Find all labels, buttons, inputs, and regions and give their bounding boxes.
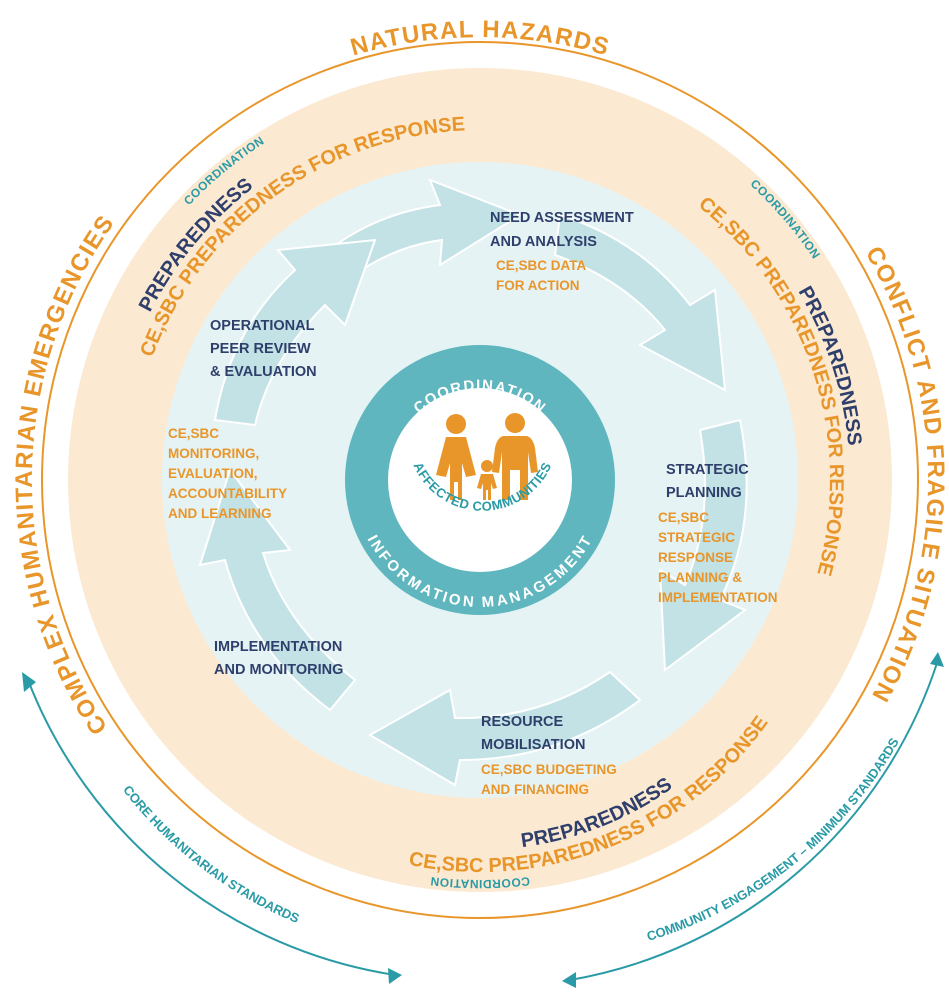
- implementation-title-2: AND MONITORING: [214, 662, 343, 678]
- strategic-sub-1: CE,SBC: [658, 510, 709, 525]
- arrow-top-right: [553, 213, 727, 392]
- cycle-arrows: [198, 178, 748, 787]
- standards-arrows: [27, 659, 939, 981]
- arrow-right: [658, 418, 748, 672]
- need-title-2: AND ANALYSIS: [490, 234, 597, 250]
- resource-title-2: MOBILISATION: [481, 737, 585, 753]
- resource-sub-2: AND FINANCING: [481, 782, 589, 797]
- family-icon: [436, 413, 538, 500]
- monitoring-sub-5: AND LEARNING: [168, 506, 272, 521]
- monitoring-sub-3: EVALUATION,: [168, 466, 258, 481]
- need-title-1: NEED ASSESSMENT: [490, 210, 634, 226]
- arrowhead-left-top: [22, 672, 36, 692]
- arrowhead-right-bottom: [562, 972, 576, 988]
- implementation-title-1: IMPLEMENTATION: [214, 639, 342, 655]
- need-sub-1: CE,SBC DATA: [496, 258, 586, 273]
- strategic-sub-2: STRATEGIC: [658, 530, 735, 545]
- arrow-left-bottom: [198, 467, 357, 712]
- strategic-title-2: PLANNING: [666, 485, 742, 501]
- monitoring-sub-4: ACCOUNTABILITY: [168, 486, 287, 501]
- arrowhead-right-top: [930, 652, 944, 667]
- review-title-1: OPERATIONAL: [210, 318, 315, 334]
- arrow-left: [213, 238, 377, 427]
- arrowhead-left-bottom: [388, 968, 402, 984]
- right-standards-arc: [569, 659, 939, 981]
- strategic-sub-5: IMPLEMENTATION: [658, 590, 778, 605]
- step-monitoring-learning: CE,SBC MONITORING, EVALUATION, ACCOUNTAB…: [168, 426, 287, 521]
- step-implementation: IMPLEMENTATION AND MONITORING: [214, 639, 343, 678]
- step-peer-review: OPERATIONAL PEER REVIEW & EVALUATION: [210, 318, 317, 380]
- review-title-2: PEER REVIEW: [210, 341, 311, 357]
- arrow-bottom: [367, 670, 642, 787]
- step-resource-mobilisation: RESOURCE MOBILISATION CE,SBC BUDGETING A…: [481, 714, 617, 797]
- monitoring-sub-1: CE,SBC: [168, 426, 219, 441]
- left-standards-arc: [27, 679, 396, 976]
- monitoring-sub-2: MONITORING,: [168, 446, 259, 461]
- resource-sub-1: CE,SBC BUDGETING: [481, 762, 617, 777]
- review-title-3: & EVALUATION: [210, 364, 317, 380]
- coordination-label-bottom: COORDINATION: [429, 874, 530, 891]
- step-need-assessment: NEED ASSESSMENT AND ANALYSIS CE,SBC DATA…: [490, 210, 634, 293]
- strategic-sub-4: PLANNING &: [658, 570, 742, 585]
- step-strategic-planning: STRATEGIC PLANNING CE,SBC STRATEGIC RESP…: [658, 462, 778, 605]
- resource-title-1: RESOURCE: [481, 714, 564, 730]
- strategic-title-1: STRATEGIC: [666, 462, 749, 478]
- strategic-sub-3: RESPONSE: [658, 550, 733, 565]
- need-sub-2: FOR ACTION: [496, 278, 580, 293]
